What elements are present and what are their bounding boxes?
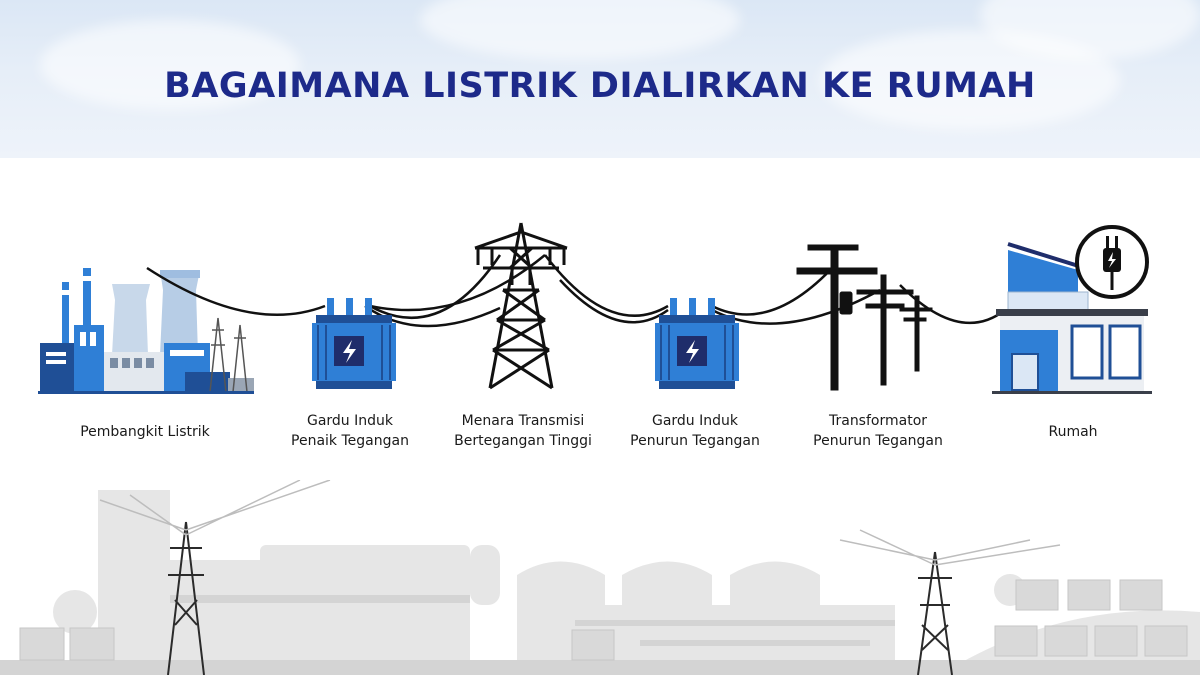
transformer-icon xyxy=(655,298,739,389)
step-label-pembangkit: Pembangkit Listrik xyxy=(80,424,210,440)
step-label-menara: Menara Transmisi Bertegangan Tinggi xyxy=(454,413,592,449)
step-label-gardu-turun: Gardu Induk Penurun Tegangan xyxy=(630,413,760,449)
step-label-trafo: Transformator Penurun Tegangan xyxy=(813,413,943,449)
page-title: BAGAIMANA LISTRIK DIALIRKAN KE RUMAH xyxy=(164,66,1036,106)
background-industrial-silhouette xyxy=(0,480,1200,675)
power-plant-icon xyxy=(38,268,254,394)
house-icon xyxy=(992,225,1152,394)
transmission-tower-icon xyxy=(474,222,568,390)
step-label-rumah: Rumah xyxy=(1048,424,1098,440)
header-banner: BAGAIMANA LISTRIK DIALIRKAN KE RUMAH xyxy=(0,0,1200,158)
step-label-gardu-naik: Gardu Induk Penaik Tegangan xyxy=(291,413,409,449)
transformer-icon xyxy=(312,298,396,389)
power-flow-illustration xyxy=(38,222,1152,394)
utility-pole-icon xyxy=(796,244,933,391)
